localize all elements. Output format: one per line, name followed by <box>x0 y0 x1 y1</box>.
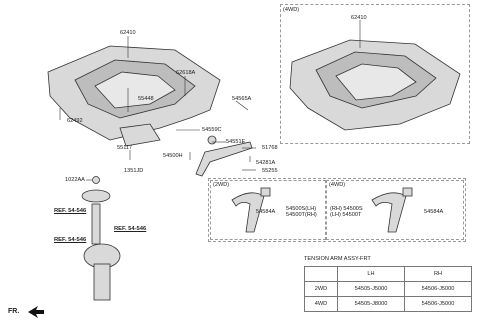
label-54500S-lh: 54500S(LH) <box>286 206 317 212</box>
label-54281A: 54281A <box>256 160 276 166</box>
label-1351JD: 1351JD <box>124 168 144 174</box>
label-55448: 55448 <box>138 96 154 102</box>
table-cell-type: 2WD <box>304 281 338 297</box>
label-55255: 55255 <box>262 168 278 174</box>
lower-arm <box>195 141 253 177</box>
table-header-lh: LH <box>337 266 405 282</box>
table-cell-lh: 54505-J8000 <box>337 296 405 312</box>
label-54500T-rh: 54500T(RH) <box>286 212 317 218</box>
tension-arm-2wd <box>231 192 265 233</box>
table-cell-rh: 54506-J5000 <box>404 296 472 312</box>
box-arm-2wd-tag: (2WD) <box>213 182 230 188</box>
label-54500H: 54500H <box>163 153 183 159</box>
box-arm-4wd <box>326 180 464 240</box>
direction-label: FR. <box>8 308 20 315</box>
box-4wd-subframe-tag: (4WD) <box>283 7 300 13</box>
tension-arm-4wd <box>371 192 407 233</box>
table-row: 4WD 54505-J8000 54506-J5000 <box>304 296 472 312</box>
label-54559C: 54559C <box>202 127 222 133</box>
ref-link-1[interactable]: REF. 54-546 <box>54 208 87 214</box>
table-header-row: LH RH <box>304 266 472 282</box>
label-1022AA: 1022AA <box>65 177 85 183</box>
tension-table-title: TENSION ARM ASSY-FRT <box>304 256 371 262</box>
label-54565A: 54565A <box>232 96 252 102</box>
front-arrow-icon <box>28 306 44 318</box>
table-header-rh: RH <box>404 266 472 282</box>
label-54500T-lh: (LH) 54500T <box>330 212 362 218</box>
label-54551E: 54551E <box>226 139 246 145</box>
box-4wd-subframe <box>280 4 470 144</box>
label-54500S-rh: (RH) 54500S <box>330 206 363 212</box>
ref-link-3[interactable]: REF. 54-546 <box>54 237 87 243</box>
table-row: 2WD 54505-J5000 54506-J5000 <box>304 281 472 297</box>
label-51768: 51768 <box>262 145 278 151</box>
tension-table: LH RH 2WD 54505-J5000 54506-J5000 4WD 54… <box>304 266 472 312</box>
label-62410-4wd: 62410 <box>351 15 367 21</box>
label-54584A-4wd: 54584A <box>424 209 444 215</box>
box-arm-outer <box>208 178 466 242</box>
label-54584A-2wd: 54584A <box>256 209 276 215</box>
table-cell-lh: 54505-J5000 <box>337 281 405 297</box>
table-cell-type: 4WD <box>304 296 338 312</box>
box-arm-2wd <box>210 180 326 240</box>
box-arm-4wd-tag: (4WD) <box>329 182 346 188</box>
label-62618A: 62618A <box>176 70 196 76</box>
table-header-type <box>304 266 338 282</box>
ref-link-2[interactable]: REF. 54-546 <box>114 226 147 232</box>
label-62410-main: 62410 <box>120 30 136 36</box>
label-62492: 62492 <box>67 118 83 124</box>
label-55117: 55117 <box>117 145 133 151</box>
table-cell-rh: 54506-J5000 <box>404 281 472 297</box>
